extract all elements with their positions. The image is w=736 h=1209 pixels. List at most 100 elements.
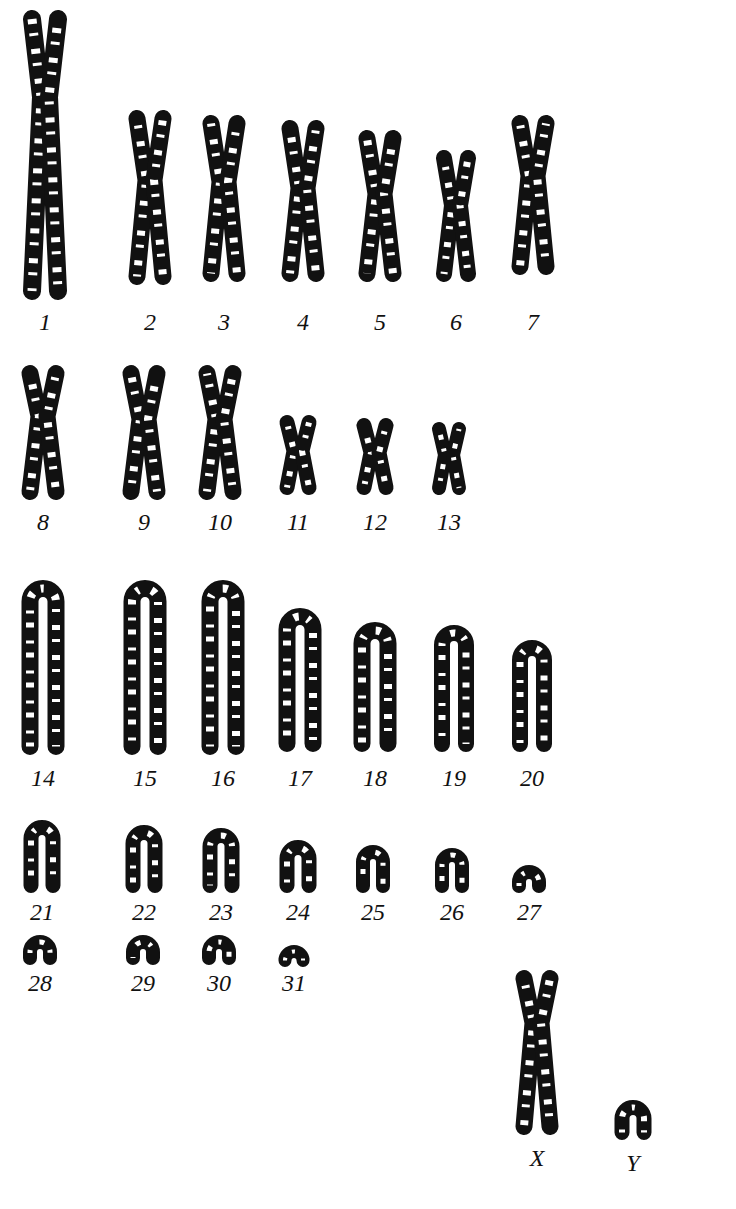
chromosome-band	[520, 648, 544, 744]
chromatid	[211, 124, 220, 274]
chromosome-band	[379, 426, 386, 488]
chromosome-number: 18	[363, 766, 387, 790]
chromosome-band	[520, 124, 529, 267]
chromatid	[290, 129, 299, 274]
chromosome-band	[228, 124, 237, 274]
chromosome-number: 19	[442, 766, 466, 790]
chromatid	[520, 124, 529, 267]
chromatid	[384, 139, 393, 274]
chromosome-number: 21	[30, 900, 54, 924]
chromatid	[228, 124, 237, 274]
chromosome-band	[137, 119, 146, 277]
chromosome-band	[31, 828, 53, 886]
chromosome	[210, 589, 236, 747]
chromosome	[133, 833, 155, 886]
chromosome-band	[442, 855, 462, 886]
chromatid	[537, 124, 546, 267]
chromosome-band	[30, 374, 39, 492]
chromosome-band	[133, 942, 153, 958]
chromosome-number: 8	[37, 510, 49, 534]
chromatid	[444, 158, 452, 274]
chromosome	[285, 952, 303, 961]
chromosome-band	[209, 942, 229, 958]
chromosome	[133, 942, 153, 958]
chromosome-number: 16	[211, 766, 235, 790]
chromosome-number: 6	[450, 310, 462, 334]
chromatid	[379, 426, 386, 488]
chromosome-number: 23	[209, 900, 233, 924]
chromosome	[210, 836, 232, 886]
chromosome-band	[207, 374, 216, 492]
chromosome-band	[47, 374, 56, 492]
chromatid	[131, 374, 140, 492]
chromosome-number: 10	[208, 510, 232, 534]
chromosome-number: 9	[138, 510, 150, 534]
chromosome-number: X	[530, 1146, 545, 1170]
chromosome	[209, 942, 229, 958]
chromosome-band	[132, 589, 158, 747]
chromatid	[367, 139, 376, 274]
chromosome-band	[364, 426, 371, 488]
chromosome-band	[30, 589, 56, 747]
chromatid	[287, 423, 294, 488]
chromosome-band	[444, 158, 452, 274]
chromosome-number: 28	[28, 971, 52, 995]
chromosome-number: 22	[132, 900, 156, 924]
chromosome-number: 1	[39, 310, 51, 334]
chromosome-number: 27	[517, 900, 541, 924]
chromosome-band	[384, 139, 393, 274]
chromatid	[302, 423, 309, 488]
chromosome-band	[210, 836, 232, 886]
chromosome-number: Y	[626, 1151, 639, 1175]
chromosome-band	[442, 633, 466, 744]
chromatid	[154, 119, 163, 277]
chromosome	[520, 648, 544, 744]
chromosome-number: 20	[520, 766, 544, 790]
chromosome-number: 24	[286, 900, 310, 924]
chromosome-band	[133, 833, 155, 886]
chromosome	[362, 631, 388, 744]
chromosome-band	[287, 617, 313, 744]
chromosome	[31, 828, 53, 886]
chromosome	[30, 589, 56, 747]
chromosome-number: 14	[31, 766, 55, 790]
chromosome-band	[131, 374, 140, 492]
chromosome-number: 26	[440, 900, 464, 924]
chromosome-band	[285, 952, 303, 961]
chromosome	[622, 1108, 644, 1133]
chromatid	[47, 374, 56, 492]
chromatid	[364, 426, 371, 488]
chromosome	[519, 872, 539, 886]
chromatid	[30, 374, 39, 492]
chromatid	[524, 979, 533, 1127]
chromosome-band	[287, 423, 294, 488]
chromatid	[148, 374, 157, 492]
chromatid	[307, 129, 316, 274]
chromosome-band	[524, 979, 533, 1127]
chromosome-number: 12	[363, 510, 387, 534]
chromosome-number: 5	[374, 310, 386, 334]
chromosome	[287, 848, 309, 886]
chromosome-band	[537, 124, 546, 267]
chromosome-number: 11	[287, 510, 309, 534]
chromatid	[137, 119, 146, 277]
chromatid	[49, 19, 58, 291]
chromosome	[287, 617, 313, 744]
chromosome	[363, 852, 383, 886]
chromatid	[460, 158, 468, 274]
chromosome-band	[362, 631, 388, 744]
chromosome-band	[453, 429, 459, 488]
chromosome-number: 17	[288, 766, 312, 790]
chromosome-number: 2	[144, 310, 156, 334]
chromatid	[439, 429, 445, 488]
chromosome-band	[367, 139, 376, 274]
chromosome-band	[439, 429, 445, 488]
chromosome	[442, 633, 466, 744]
chromosome-band	[302, 423, 309, 488]
chromosome	[442, 855, 462, 886]
chromatid	[32, 19, 41, 291]
chromosome-number: 13	[437, 510, 461, 534]
chromosome-number: 31	[282, 971, 306, 995]
chromosome-number: 7	[527, 310, 539, 334]
